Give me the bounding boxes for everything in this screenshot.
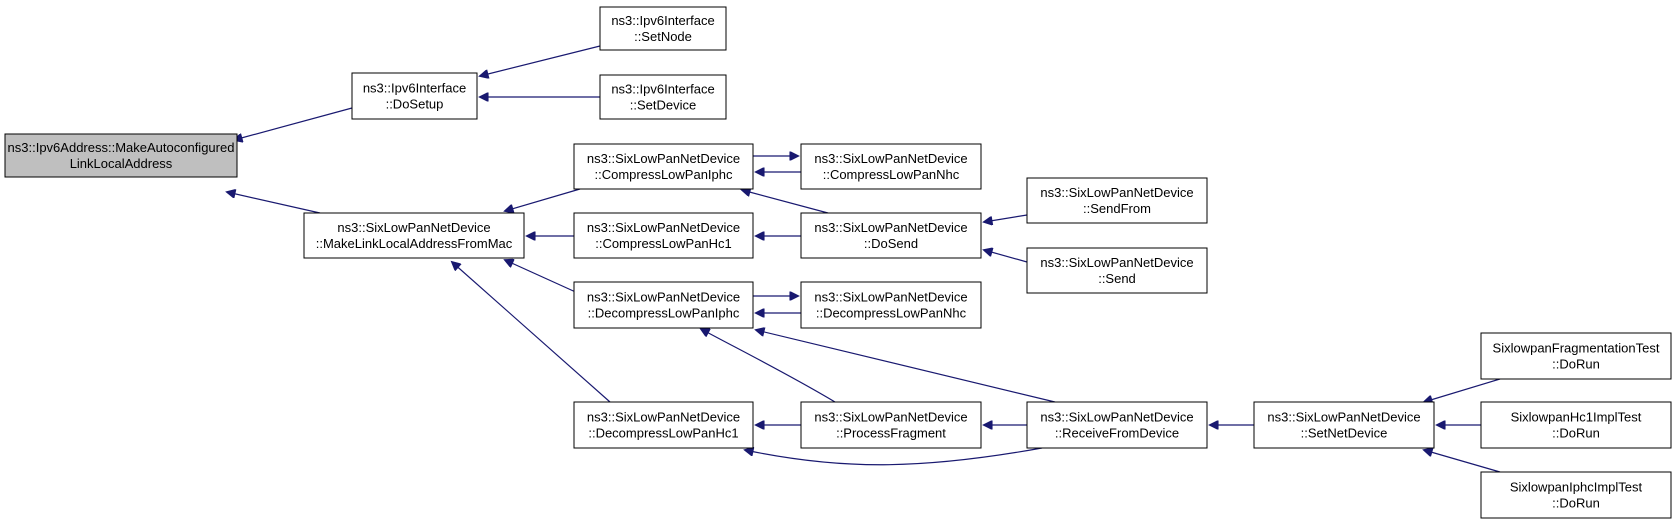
edge-slp-recvfrom-to-slp-decompiphc [756, 330, 1056, 403]
node-label-line-1: ns3::SixLowPanNetDevice [814, 151, 967, 166]
node-label-line-1: ns3::Ipv6Interface [611, 82, 714, 97]
node-label-line-1: ns3::Ipv6Address::MakeAutoconfigured [8, 140, 235, 155]
node-box [800, 281, 982, 329]
node-box [351, 72, 478, 120]
edge-ipv6if-setnode-to-ipv6if-dosetup [480, 45, 601, 76]
node-box [1480, 401, 1672, 449]
node-slp-makell[interactable]: ns3::SixLowPanNetDevice::MakeLinkLocalAd… [303, 212, 525, 259]
node-label-line-1: ns3::SixLowPanNetDevice [814, 410, 967, 425]
node-box [800, 401, 982, 449]
node-ipv6if-setnode[interactable]: ns3::Ipv6Interface::SetNode [599, 6, 727, 51]
node-label-line-2: ::SetDevice [630, 98, 696, 113]
node-label-line-2: ::CompressLowPanIphc [594, 167, 733, 182]
node-label-line-2: ::DoSetup [386, 97, 444, 112]
node-label-line-2: ::DecompressLowPanHc1 [588, 426, 738, 441]
node-label-line-1: ns3::Ipv6Interface [611, 13, 714, 28]
node-label-line-2: ::DecompressLowPanIphc [588, 306, 740, 321]
edge-ipv6if-dosetup-to-root [234, 107, 353, 140]
node-slp-comphc1[interactable]: ns3::SixLowPanNetDevice::CompressLowPanH… [573, 212, 754, 259]
edge-slp-recvfrom-to-slp-decomphc1 [745, 448, 1043, 466]
edge-slp-sendfrom-to-slp-dosend [984, 214, 1028, 222]
node-slp-dosend[interactable]: ns3::SixLowPanNetDevice::DoSend [800, 212, 982, 259]
node-box [1253, 401, 1435, 449]
node-label-line-2: ::CompressLowPanNhc [823, 167, 960, 182]
node-label-line-2: ::SetNetDevice [1301, 426, 1388, 441]
node-label-line-2: ::DoSend [864, 236, 918, 251]
edge-slp-decompiphc-to-slp-makell [505, 260, 581, 295]
node-slp-compnhc[interactable]: ns3::SixLowPanNetDevice::CompressLowPanN… [800, 143, 982, 190]
node-label-line-2: ::ReceiveFromDevice [1055, 426, 1179, 441]
node-label-line-2: ::ProcessFragment [836, 426, 946, 441]
edge-slp-decomphc1-to-slp-makell [452, 262, 611, 403]
edge-slp-compiphc-to-slp-makell [505, 188, 581, 211]
node-box [1480, 471, 1672, 519]
node-label-line-1: SixlowpanHc1ImplTest [1511, 410, 1642, 425]
node-test-frag[interactable]: SixlowpanFragmentationTest::DoRun [1480, 332, 1672, 380]
edge-slp-dosend-to-slp-compiphc [742, 190, 829, 214]
node-test-hc1[interactable]: SixlowpanHc1ImplTest::DoRun [1480, 401, 1672, 449]
nodes-layer: ns3::Ipv6Address::MakeAutoconfiguredLink… [4, 6, 1672, 519]
node-slp-decomphc1[interactable]: ns3::SixLowPanNetDevice::DecompressLowPa… [573, 401, 754, 449]
node-label-line-2: ::Send [1098, 271, 1136, 286]
node-box [800, 212, 982, 259]
node-label-line-1: ns3::Ipv6Interface [363, 81, 466, 96]
node-label-line-1: SixlowpanFragmentationTest [1493, 341, 1660, 356]
node-slp-procfrag[interactable]: ns3::SixLowPanNetDevice::ProcessFragment [800, 401, 982, 449]
node-slp-send[interactable]: ns3::SixLowPanNetDevice::Send [1026, 247, 1208, 294]
edges-layer [227, 45, 1501, 473]
node-label-line-1: ns3::SixLowPanNetDevice [814, 290, 967, 305]
node-label-line-1: ns3::SixLowPanNetDevice [587, 220, 740, 235]
node-slp-decompnhc[interactable]: ns3::SixLowPanNetDevice::DecompressLowPa… [800, 281, 982, 329]
edge-test-iphc-to-slp-setnetdev [1424, 450, 1501, 473]
node-box [800, 143, 982, 190]
node-slp-decompiphc[interactable]: ns3::SixLowPanNetDevice::DecompressLowPa… [573, 281, 754, 329]
node-box [1480, 332, 1672, 380]
node-label-line-2: ::CompressLowPanHc1 [595, 236, 732, 251]
node-root[interactable]: ns3::Ipv6Address::MakeAutoconfiguredLink… [4, 133, 238, 178]
node-label-line-1: SixlowpanIphcImplTest [1510, 480, 1643, 495]
node-label-line-1: ns3::SixLowPanNetDevice [814, 220, 967, 235]
node-label-line-2: ::SetNode [634, 29, 692, 44]
node-label-line-1: ns3::SixLowPanNetDevice [1040, 185, 1193, 200]
node-label-line-1: ns3::SixLowPanNetDevice [1040, 255, 1193, 270]
node-label-line-2: ::DoRun [1552, 496, 1600, 511]
node-slp-setnetdev[interactable]: ns3::SixLowPanNetDevice::SetNetDevice [1253, 401, 1435, 449]
node-slp-recvfrom[interactable]: ns3::SixLowPanNetDevice::ReceiveFromDevi… [1026, 401, 1208, 449]
node-box [1026, 401, 1208, 449]
node-box [573, 143, 754, 190]
node-slp-compiphc[interactable]: ns3::SixLowPanNetDevice::CompressLowPanI… [573, 143, 754, 190]
node-label-line-2: LinkLocalAddress [70, 156, 173, 171]
node-box [573, 281, 754, 329]
node-label-line-2: ::DoRun [1552, 357, 1600, 372]
edge-slp-makell-to-root [227, 192, 321, 214]
node-box [1026, 177, 1208, 224]
node-label-line-1: ns3::SixLowPanNetDevice [587, 410, 740, 425]
node-box [599, 74, 727, 120]
node-box [573, 401, 754, 449]
node-label-line-2: ::SendFrom [1083, 201, 1151, 216]
node-label-line-1: ns3::SixLowPanNetDevice [587, 290, 740, 305]
node-label-line-2: ::MakeLinkLocalAddressFromMac [316, 236, 513, 251]
node-ipv6if-setdevice[interactable]: ns3::Ipv6Interface::SetDevice [599, 74, 727, 120]
node-label-line-1: ns3::SixLowPanNetDevice [1040, 410, 1193, 425]
edge-slp-procfrag-to-slp-decompiphc [701, 329, 836, 403]
edge-test-frag-to-slp-setnetdev [1424, 378, 1501, 402]
node-label-line-2: ::DoRun [1552, 426, 1600, 441]
node-box [1026, 247, 1208, 294]
node-box [599, 6, 727, 51]
node-label-line-1: ns3::SixLowPanNetDevice [1267, 410, 1420, 425]
node-label-line-1: ns3::SixLowPanNetDevice [337, 220, 490, 235]
node-box [303, 212, 525, 259]
node-label-line-2: ::DecompressLowPanNhc [816, 306, 967, 321]
edge-slp-send-to-slp-dosend [984, 250, 1028, 263]
node-slp-sendfrom[interactable]: ns3::SixLowPanNetDevice::SendFrom [1026, 177, 1208, 224]
node-test-iphc[interactable]: SixlowpanIphcImplTest::DoRun [1480, 471, 1672, 519]
node-label-line-1: ns3::SixLowPanNetDevice [587, 151, 740, 166]
node-box [573, 212, 754, 259]
node-ipv6if-dosetup[interactable]: ns3::Ipv6Interface::DoSetup [351, 72, 478, 120]
node-box [4, 133, 238, 178]
